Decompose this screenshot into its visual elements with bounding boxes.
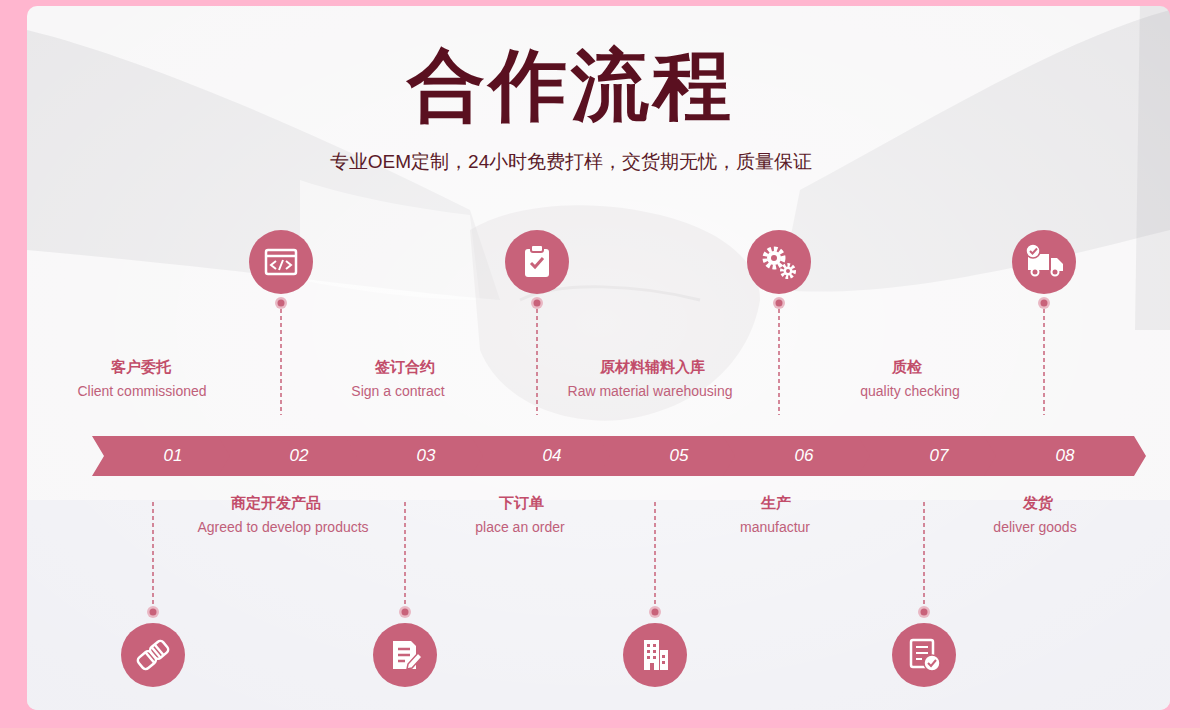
truck-icon xyxy=(1012,230,1076,294)
step-name: 商定开发产品 xyxy=(231,494,321,511)
step-name: 签订合约 xyxy=(375,358,435,375)
step-name: 下订单 xyxy=(499,494,544,511)
step-name: 质检 xyxy=(892,358,922,375)
clipboard-icon xyxy=(505,230,569,294)
step-chevron: 06 xyxy=(723,436,885,476)
title: 合作流程 xyxy=(407,41,735,131)
handshake-photo xyxy=(27,6,1170,710)
step-name-english: deliver goods xyxy=(993,519,1076,535)
step-chevron: 08 xyxy=(984,436,1146,476)
step-name: 原材料辅料入库 xyxy=(600,358,705,375)
leader-lines xyxy=(153,309,1044,606)
step-name-english: place an order xyxy=(475,519,565,535)
step-name-english: manufactur xyxy=(740,519,810,535)
step-name: 发货 xyxy=(1023,494,1053,511)
step-number: 08 xyxy=(984,436,1146,476)
step-name-english: Client commissioned xyxy=(77,383,206,399)
inspection-icon xyxy=(892,623,956,687)
handshake-icon xyxy=(121,623,185,687)
leader-dots xyxy=(147,297,1050,618)
panel xyxy=(27,6,1170,710)
step-name-english: quality checking xyxy=(860,383,960,399)
warehouse-icon xyxy=(623,623,687,687)
step-name-english: Sign a contract xyxy=(351,383,444,399)
code-icon xyxy=(249,230,313,294)
chevron-outline xyxy=(984,436,1146,476)
gears-icon xyxy=(747,230,811,294)
step-number: 06 xyxy=(723,436,885,476)
step-name-english: Agreed to develop products xyxy=(197,519,368,535)
step-name: 生产 xyxy=(761,494,791,511)
step-name: 客户委托 xyxy=(111,358,171,375)
step-name-english: Raw material warehousing xyxy=(568,383,733,399)
subtitle: 专业OEM定制，24小时免费打样，交货期无忧，质量保证 xyxy=(330,151,812,173)
chevron-outline xyxy=(723,436,885,476)
document-icon xyxy=(373,623,437,687)
